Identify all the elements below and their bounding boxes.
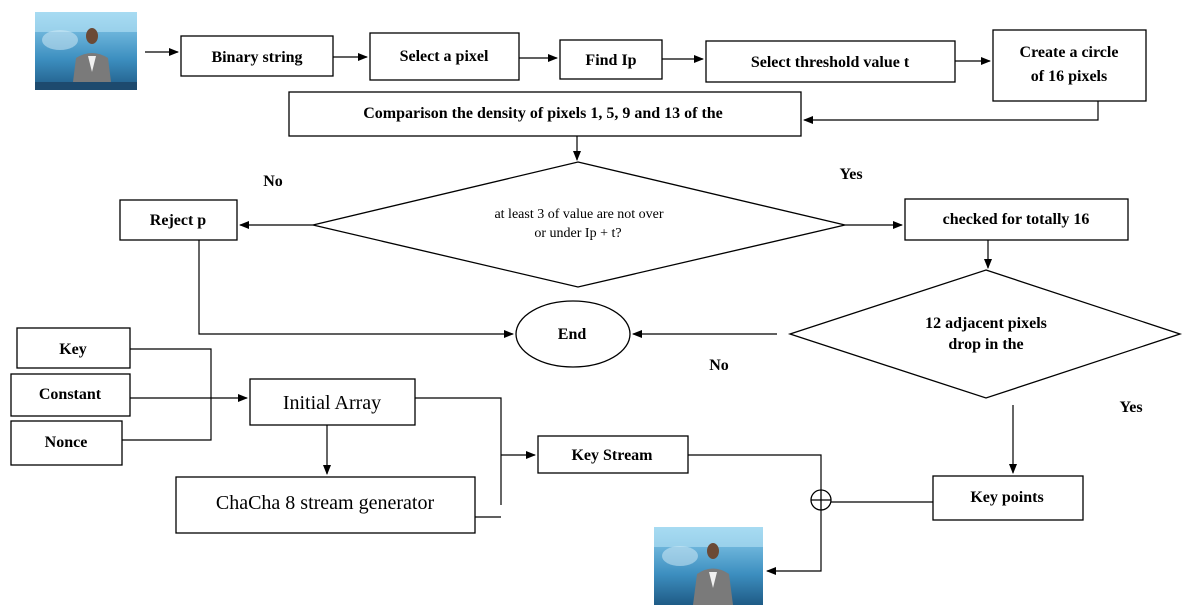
initial-array-label: Initial Array (283, 392, 381, 414)
constant-label: Constant (39, 386, 102, 403)
reject-label: Reject p (150, 212, 207, 229)
decision-adjacent-diamond (787, 269, 1183, 399)
chacha-label: ChaCha 8 stream generator (216, 492, 435, 514)
key-box (16, 327, 131, 369)
yes-label-keypoints: Yes (1119, 399, 1142, 416)
nonce-label: Nonce (45, 434, 88, 451)
decision-adjacent-label-1: 12 adjacent pixels (925, 315, 1047, 332)
key-points-box (932, 475, 1084, 521)
key-label: Key (59, 341, 87, 358)
create-circle-label-2: of 16 pixels (1031, 68, 1107, 85)
decision-threshold-label-2: or under Ip + t? (534, 226, 621, 241)
comparison-box (288, 91, 802, 137)
no-label-end: No (709, 357, 729, 374)
create-circle-label-1: Create a circle (1020, 44, 1119, 61)
input-image (35, 12, 137, 90)
initial-array-box (249, 378, 416, 426)
checked-label: checked for totally 16 (943, 211, 1090, 228)
xor-icon (810, 489, 832, 511)
decision-threshold-diamond (312, 161, 846, 288)
no-label-reject: No (263, 173, 283, 190)
comparison-label: Comparison the density of pixels 1, 5, 9… (363, 105, 723, 122)
create-circle-box (992, 29, 1147, 102)
chacha-box (175, 476, 476, 534)
nonce-box (10, 420, 123, 466)
end-label: End (558, 326, 587, 343)
threshold-label: Select threshold value t (751, 54, 910, 71)
select-pixel-box (369, 32, 520, 81)
checked-box (904, 198, 1129, 241)
decision-adjacent-label-2: drop in the (948, 336, 1023, 353)
binary-string-label: Binary string (211, 49, 302, 66)
constant-box (10, 373, 131, 417)
connectors (122, 48, 1099, 575)
key-stream-label: Key Stream (571, 447, 653, 464)
key-stream-box (537, 435, 689, 474)
key-points-label: Key points (970, 489, 1043, 506)
select-pixel-label: Select a pixel (400, 48, 489, 65)
end-terminal (515, 300, 631, 368)
binary-string-box (180, 35, 334, 77)
yes-label-checked: Yes (839, 166, 862, 183)
decision-threshold-label-1: at least 3 of value are not over (494, 207, 663, 222)
find-ip-label: Find Ip (585, 52, 636, 69)
reject-box (119, 199, 238, 241)
output-image (654, 527, 763, 605)
threshold-box (705, 40, 956, 83)
